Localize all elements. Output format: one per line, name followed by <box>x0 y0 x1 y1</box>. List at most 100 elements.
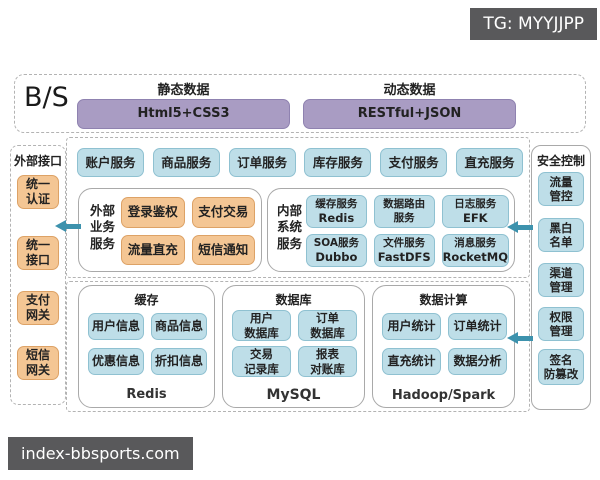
report-recon-db-line1: 报表 <box>316 347 339 362</box>
arrow-to-data-computation-icon <box>507 332 533 345</box>
payment-service-label: 支付服务 <box>388 154 439 170</box>
sms-notify-box: 短信通知 <box>191 234 255 265</box>
middle-band-dashed-frame <box>66 137 530 278</box>
product-service-box: 商品服务 <box>152 148 220 177</box>
data-computation-grid: 用户统计 订单统计 直充统计 数据分析 <box>382 313 507 375</box>
recharge-stats-label: 直充统计 <box>387 354 436 368</box>
database-group-footer: MySQL <box>266 387 321 403</box>
soa-service-box: SOA服务 Dubbo <box>306 234 367 267</box>
arrow-shaft <box>517 225 533 230</box>
recharge-service-label: 直充服务 <box>464 154 515 170</box>
data-computation-footer: Hadoop/Spark <box>391 388 496 403</box>
external-business-grid: 登录鉴权 支付交易 流量直充 短信通知 <box>121 197 255 265</box>
data-analysis-box: 数据分析 <box>448 348 507 375</box>
cache-service-box: 缓存服务 Redis <box>306 195 367 228</box>
permission-mgmt-box: 权限 管理 <box>538 307 584 341</box>
order-service-label: 订单服务 <box>237 154 288 170</box>
internal-system-group: 内部系统服务 缓存服务 Redis 数据路由 服务 日志服务 EFK SOA服务… <box>267 188 515 272</box>
signature-antitamper-box: 签名 防篡改 <box>538 349 584 385</box>
payment-trade-box: 支付交易 <box>191 197 255 228</box>
signature-antitamper-line1: 签名 <box>549 352 573 367</box>
discount-info-box: 折扣信息 <box>151 348 207 375</box>
log-service-line2: EFK <box>462 210 488 225</box>
arrow-head <box>507 221 518 233</box>
channel-mgmt-line1: 渠道 <box>549 265 573 280</box>
cache-group-grid: 用户信息 商品信息 优惠信息 折扣信息 <box>88 313 207 375</box>
user-db-box: 用户 数据库 <box>232 310 291 341</box>
coupon-info-label: 优惠信息 <box>91 354 140 368</box>
unified-api-line1: 统一 <box>25 238 50 252</box>
product-info-label: 商品信息 <box>154 319 203 333</box>
user-info-box: 用户信息 <box>88 313 144 340</box>
sms-gateway-line1: 短信 <box>25 348 50 362</box>
database-group-grid: 用户 数据库 订单 数据库 交易 记录库 报表 对账库 <box>232 310 357 377</box>
trade-record-db-line1: 交易 <box>250 347 273 362</box>
sms-gateway-line2: 网关 <box>25 363 50 377</box>
signature-antitamper-line2: 防篡改 <box>543 367 579 381</box>
tg-watermark-text: TG: MYYJJPP <box>483 14 584 34</box>
message-service-box: 消息服务 RocketMQ <box>441 234 509 267</box>
login-auth-box: 登录鉴权 <box>121 197 185 228</box>
internal-system-label: 内部系统服务 <box>277 203 303 251</box>
payment-gateway-line1: 支付 <box>25 293 50 307</box>
recharge-stats-box: 直充统计 <box>382 348 441 375</box>
tg-watermark-badge: TG: MYYJJPP <box>470 8 597 40</box>
permission-mgmt-line2: 管理 <box>549 324 573 338</box>
message-service-line2: RocketMQ <box>442 249 508 264</box>
inventory-service-box: 库存服务 <box>304 148 372 177</box>
order-stats-box: 订单统计 <box>448 313 507 340</box>
data-computation-title: 数据计算 <box>419 293 468 307</box>
user-stats-box: 用户统计 <box>382 313 441 340</box>
arrow-head <box>55 220 66 232</box>
data-routing-box: 数据路由 服务 <box>373 195 435 228</box>
site-watermark-text: index-bbsports.com <box>21 444 180 463</box>
arrow-shaft <box>517 336 533 341</box>
file-service-line1: 文件服务 <box>383 236 426 249</box>
arrow-to-internal-system-icon <box>507 221 533 234</box>
arrow-shaft <box>65 224 81 229</box>
log-service-line1: 日志服务 <box>454 197 497 210</box>
unified-auth-line2: 认证 <box>25 192 50 206</box>
static-data-title: 静态数据 <box>157 83 210 98</box>
database-group: 数据库 用户 数据库 订单 数据库 交易 记录库 报表 对账库 MySQL <box>222 285 365 408</box>
dynamic-data-title: 动态数据 <box>383 83 436 98</box>
service-row: 账户服务 商品服务 订单服务 库存服务 支付服务 直充服务 <box>77 148 523 177</box>
arrow-head <box>507 332 518 344</box>
restful-json-label: RESTful+JSON <box>357 105 462 121</box>
trade-record-db-line2: 记录库 <box>244 361 279 376</box>
payment-trade-label: 支付交易 <box>198 204 249 220</box>
product-service-label: 商品服务 <box>161 154 212 170</box>
order-db-box: 订单 数据库 <box>298 310 357 341</box>
cache-group-footer: Redis <box>126 387 167 402</box>
channel-mgmt-line2: 管理 <box>549 280 573 294</box>
trade-record-db-box: 交易 记录库 <box>232 346 291 377</box>
data-recharge-box: 流量直充 <box>121 234 185 265</box>
external-business-group: 外部业务服务 登录鉴权 支付交易 流量直充 短信通知 <box>78 188 262 272</box>
log-service-box: 日志服务 EFK <box>441 195 509 228</box>
report-recon-db-box: 报表 对账库 <box>298 346 357 377</box>
cache-service-line2: Redis <box>318 210 355 225</box>
security-control-column: 安全控制 流量 管控 黑白 名单 渠道 管理 权限 管理 签名 防篡改 <box>531 145 591 410</box>
html5-css3-label: Html5+CSS3 <box>137 105 230 121</box>
bs-label: B/S <box>24 82 69 113</box>
user-info-label: 用户信息 <box>91 319 140 333</box>
sms-notify-label: 短信通知 <box>198 241 249 257</box>
login-auth-label: 登录鉴权 <box>127 204 178 220</box>
account-service-label: 账户服务 <box>85 154 136 170</box>
order-stats-label: 订单统计 <box>453 319 502 333</box>
order-db-line2: 数据库 <box>310 325 345 340</box>
unified-api-box: 统一 接口 <box>17 236 59 270</box>
data-routing-line2: 服务 <box>393 211 415 224</box>
bottom-band-dashed-frame <box>66 281 530 412</box>
traffic-control-line2: 管控 <box>549 189 573 203</box>
account-service-box: 账户服务 <box>77 148 144 177</box>
coupon-info-box: 优惠信息 <box>88 348 144 375</box>
file-service-box: 文件服务 FastDFS <box>373 234 435 267</box>
data-computation-group: 数据计算 用户统计 订单统计 直充统计 数据分析 Hadoop/Spark <box>372 285 515 408</box>
cache-group: 缓存 用户信息 商品信息 优惠信息 折扣信息 Redis <box>78 285 215 408</box>
inventory-service-label: 库存服务 <box>312 154 363 170</box>
data-recharge-label: 流量直充 <box>127 241 178 257</box>
sms-gateway-box: 短信 网关 <box>17 346 59 380</box>
cache-service-line1: 缓存服务 <box>315 197 358 210</box>
product-info-box: 商品信息 <box>151 313 207 340</box>
